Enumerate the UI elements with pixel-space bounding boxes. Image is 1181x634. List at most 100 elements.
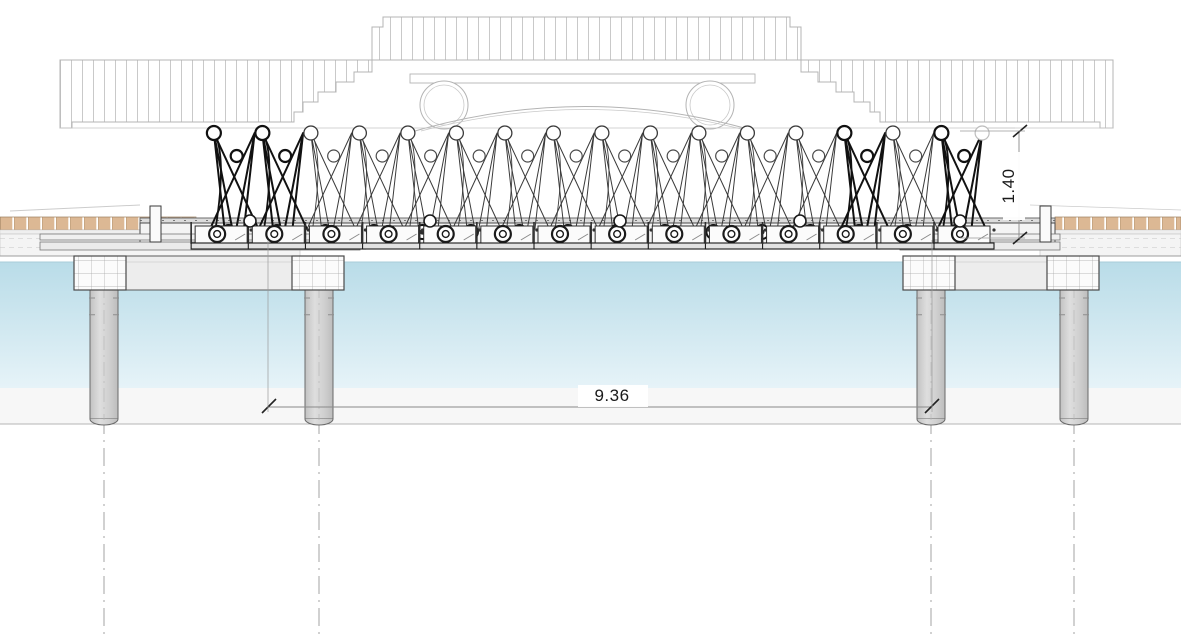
bogie-roller-hub bbox=[670, 229, 679, 239]
scissor-mid-pivot bbox=[763, 149, 777, 163]
machinery-detail-line bbox=[977, 233, 989, 241]
scissor-mid-pivot bbox=[521, 149, 535, 163]
machinery-detail-line bbox=[806, 233, 817, 241]
bogie-roller-hub bbox=[727, 229, 736, 239]
scissor-top-pivot bbox=[691, 125, 707, 141]
bogie-rail-pad bbox=[247, 242, 309, 250]
scissor-arm bbox=[552, 132, 599, 230]
bogie-rail-pad bbox=[190, 242, 252, 250]
dimension-height: 1.40 bbox=[960, 124, 1028, 245]
pier-cap bbox=[1046, 255, 1100, 291]
machinery-detail-line bbox=[749, 233, 760, 241]
machinery-detail-line bbox=[863, 233, 874, 241]
machinery-detail-dot bbox=[992, 228, 996, 232]
deck-hub bbox=[423, 214, 437, 228]
machinery-detail-line bbox=[463, 233, 474, 241]
scissor-mid-pivot bbox=[278, 148, 293, 164]
scissor-arm bbox=[504, 132, 550, 230]
bogie-rail-pad bbox=[876, 242, 938, 250]
scissor-top-pivot bbox=[254, 124, 271, 142]
scissor-arm bbox=[407, 132, 453, 230]
pile-bottom-cap bbox=[304, 418, 334, 426]
deck-hub bbox=[793, 214, 807, 228]
dimension-layer: 9.36 1.40 bbox=[261, 124, 1028, 414]
scissor-top-pivot bbox=[594, 125, 610, 141]
scissor-mid-pivot bbox=[812, 149, 826, 163]
scissor-arm bbox=[843, 132, 890, 230]
machinery-detail-line bbox=[234, 233, 246, 241]
bogie-rail-pad bbox=[590, 242, 652, 250]
bogie-rail-pad bbox=[647, 242, 709, 250]
bank-right bbox=[1029, 204, 1181, 257]
scissor-top-pivot bbox=[351, 125, 368, 141]
bogie-roller-hub bbox=[384, 229, 393, 239]
scissor-top-pivot bbox=[303, 125, 319, 141]
bogie-rail-pad bbox=[704, 242, 766, 250]
scissor-arm bbox=[212, 132, 260, 230]
machinery-detail-line bbox=[920, 233, 932, 241]
scissor-arm bbox=[940, 132, 987, 230]
scissor-arm bbox=[358, 132, 405, 230]
scissor-arm bbox=[892, 132, 938, 230]
scissor-arm bbox=[455, 132, 502, 230]
scissor-arm bbox=[795, 132, 841, 230]
bogie-roller-hub bbox=[498, 229, 507, 239]
bogie-roller-hub bbox=[898, 229, 907, 239]
machinery-detail-line bbox=[634, 233, 646, 241]
scissor-mid-pivot bbox=[472, 149, 486, 163]
scissor-arm bbox=[649, 132, 696, 230]
machinery-detail-line bbox=[577, 233, 589, 241]
bogie-rail-pad bbox=[362, 242, 424, 250]
scissor-mid-pivot bbox=[909, 149, 923, 163]
dimension-span: 9.36 bbox=[261, 240, 940, 414]
scissor-mid-pivot bbox=[424, 149, 438, 163]
bogie-rail-pad bbox=[476, 242, 538, 250]
pier-cap bbox=[291, 255, 345, 291]
deck-hub bbox=[613, 214, 627, 228]
bogie-rail-pad bbox=[762, 242, 824, 250]
scissor-mid-pivot bbox=[618, 149, 632, 163]
background-building bbox=[59, 16, 1114, 132]
deck-hub bbox=[243, 214, 257, 228]
bogie-roller-hub bbox=[841, 229, 850, 239]
bogie-roller-hub bbox=[555, 229, 565, 239]
scissor-top-pivot bbox=[933, 124, 950, 142]
machinery-detail-line bbox=[349, 233, 360, 241]
scissor-arm bbox=[310, 132, 356, 230]
scissor-mid-pivot bbox=[569, 149, 583, 163]
pile-bottom-cap bbox=[89, 418, 119, 426]
scissor-top-pivot bbox=[788, 125, 804, 141]
scissor-mid-pivot bbox=[860, 148, 875, 164]
machinery-detail-line bbox=[292, 233, 303, 241]
scissor-top-pivot bbox=[545, 125, 562, 141]
deck-machinery bbox=[190, 214, 996, 250]
deck-hub bbox=[953, 214, 967, 228]
bogie-rail-pad bbox=[419, 242, 481, 250]
machinery-detail-line bbox=[406, 233, 417, 241]
scissor-mid-pivot bbox=[229, 148, 244, 164]
pile-bottom-cap bbox=[916, 418, 946, 426]
scissor-top-pivot bbox=[974, 125, 990, 141]
bogie-roller-hub bbox=[213, 229, 222, 239]
scissor-mid-pivot bbox=[327, 149, 341, 163]
bogie-rail-pad bbox=[533, 242, 595, 250]
bogie-roller-hub bbox=[784, 229, 793, 239]
pier-cap bbox=[902, 255, 956, 291]
scissor-top-pivot bbox=[400, 125, 416, 141]
scissor-arm bbox=[746, 132, 793, 230]
pier-cap bbox=[73, 255, 127, 291]
machinery-detail-line bbox=[520, 233, 532, 241]
bogie-rail-pad bbox=[819, 242, 881, 250]
bogie-roller-hub bbox=[327, 229, 336, 239]
scissor-mid-pivot bbox=[957, 148, 972, 164]
scissor-arm bbox=[261, 132, 308, 230]
deck-end-post bbox=[149, 205, 162, 243]
scissor-top-pivot bbox=[448, 125, 465, 141]
piles-group bbox=[89, 256, 1089, 634]
scissor-top-pivot bbox=[885, 125, 901, 141]
dimension-span-label: 9.36 bbox=[594, 386, 629, 405]
scissor-arm bbox=[601, 132, 647, 230]
scissor-top-pivot bbox=[205, 124, 222, 142]
bogie-roller-hub bbox=[955, 229, 965, 239]
